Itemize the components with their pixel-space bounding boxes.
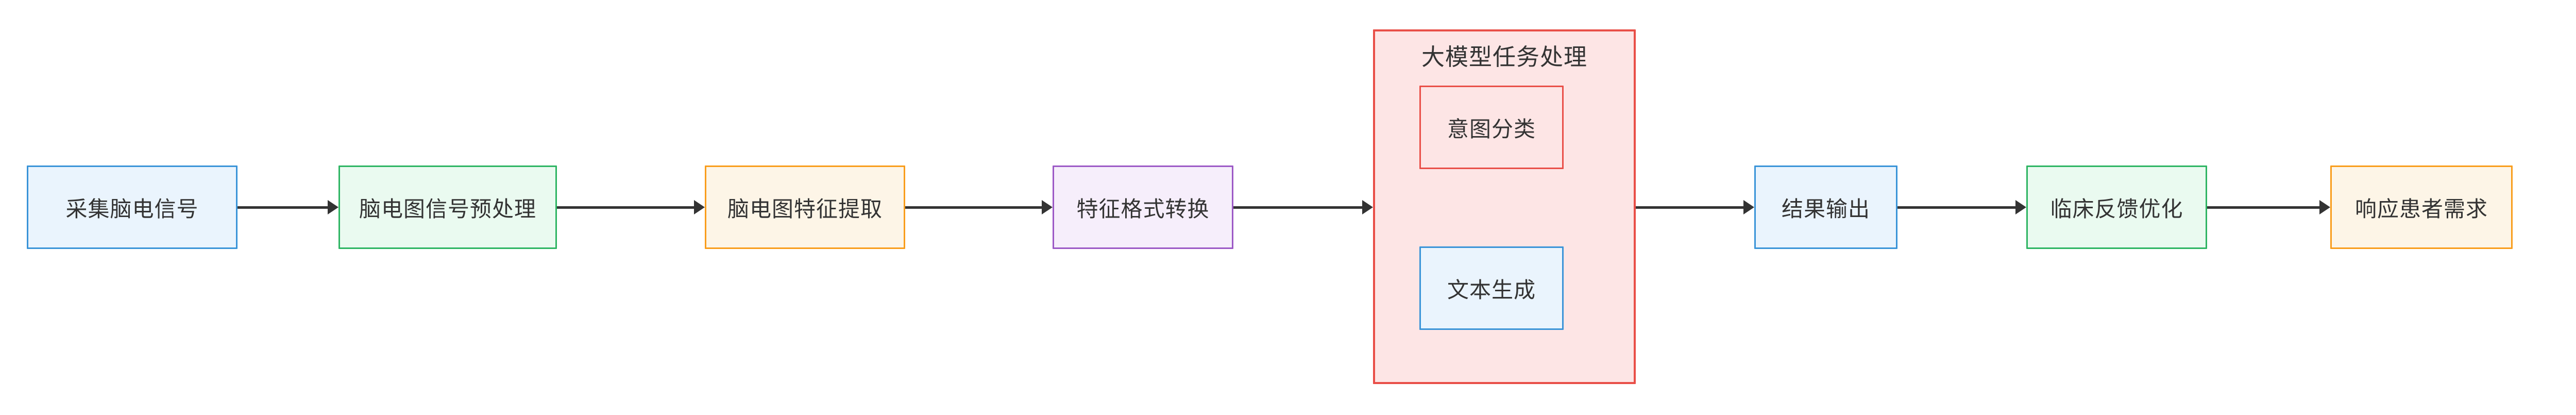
node-label: 脑电图信号预处理: [359, 196, 536, 221]
node-label: 结果输出: [1781, 196, 1870, 221]
node-respond-patient-needs: 响应患者需求: [2330, 165, 2513, 249]
arrow-line: [1636, 206, 1744, 209]
node-collect-eeg-signal: 采集脑电信号: [27, 165, 238, 249]
node-result-output: 结果输出: [1754, 165, 1897, 249]
arrow-extract-to-convert: [905, 200, 1053, 214]
node-label: 采集脑电信号: [65, 196, 199, 221]
arrowhead-icon: [328, 200, 338, 214]
arrow-line: [557, 206, 695, 209]
arrowhead-icon: [1362, 200, 1373, 214]
node-eeg-signal-preprocessing: 脑电图信号预处理: [338, 165, 557, 249]
arrow-line: [1897, 206, 2016, 209]
arrowhead-icon: [1743, 200, 1754, 214]
arrow-convert-to-subgraph: [1233, 200, 1373, 214]
arrow-output-to-feedback: [1897, 200, 2026, 214]
arrow-line: [238, 206, 329, 209]
arrow-feedback-to-respond: [2207, 200, 2330, 214]
arrow-preprocess-to-extract: [557, 200, 705, 214]
node-label: 脑电图特征提取: [727, 196, 883, 221]
arrow-line: [905, 206, 1043, 209]
arrow-line: [1233, 206, 1363, 209]
node-label: 意图分类: [1447, 117, 1536, 141]
node-label: 临床反馈优化: [2050, 196, 2183, 221]
arrowhead-icon: [2319, 200, 2330, 214]
arrow-subgraph-to-output: [1636, 200, 1754, 214]
arrow-collect-to-preprocess: [238, 200, 338, 214]
arrowhead-icon: [1042, 200, 1053, 214]
node-label: 响应患者需求: [2354, 196, 2488, 221]
node-feature-format-conversion: 特征格式转换: [1053, 165, 1233, 249]
arrow-line: [2207, 206, 2320, 209]
subgraph-title: 大模型任务处理: [1421, 44, 1587, 70]
arrowhead-icon: [694, 200, 705, 214]
node-intent-classification: 意图分类: [1419, 86, 1564, 169]
subgraph-llm-task-processing: 大模型任务处理: [1373, 29, 1636, 384]
node-eeg-feature-extraction: 脑电图特征提取: [705, 165, 905, 249]
arrowhead-icon: [2015, 200, 2026, 214]
node-label: 特征格式转换: [1076, 196, 1210, 221]
node-text-generation: 文本生成: [1419, 246, 1564, 330]
node-clinical-feedback-optimization: 临床反馈优化: [2026, 165, 2207, 249]
node-label: 文本生成: [1447, 277, 1536, 302]
